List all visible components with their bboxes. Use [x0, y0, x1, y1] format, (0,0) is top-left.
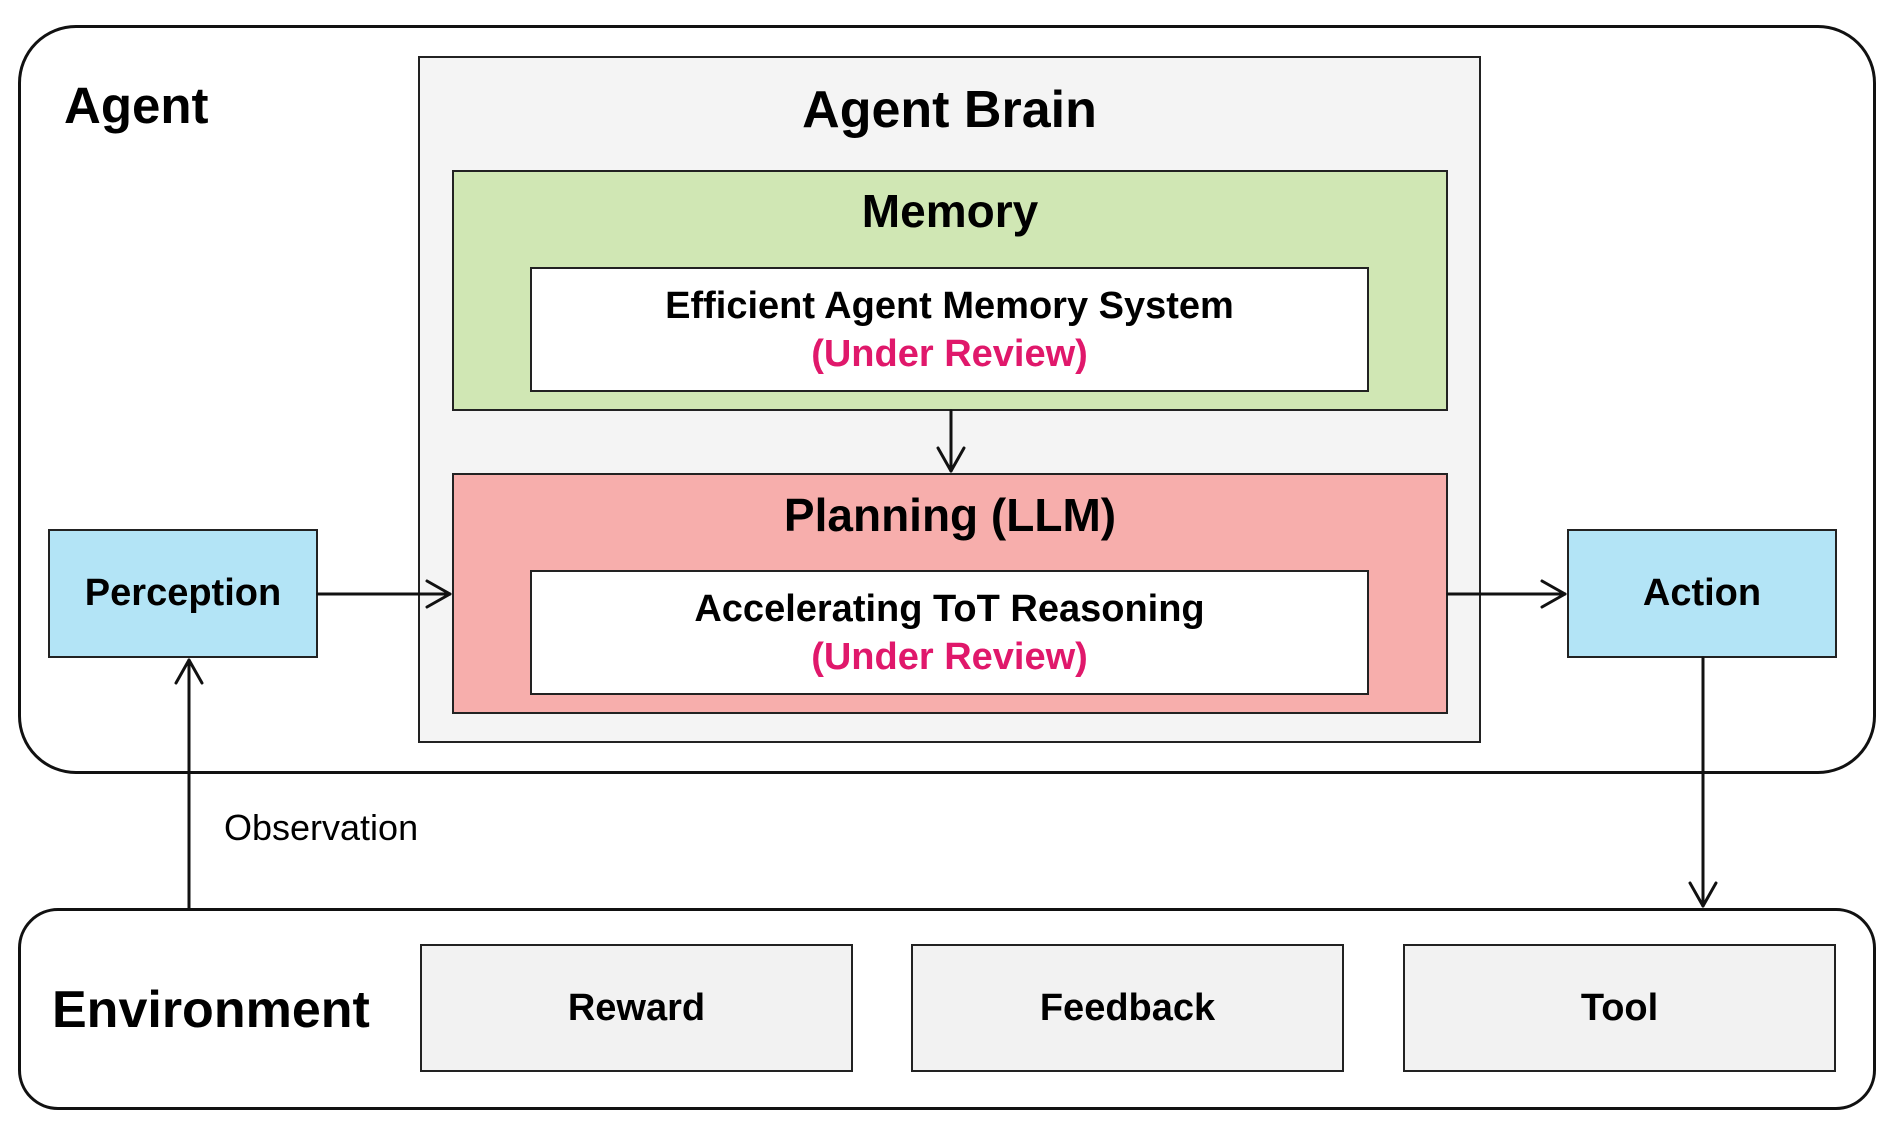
memory-item-status: (Under Review): [811, 332, 1088, 375]
perception-box: Perception: [48, 529, 318, 658]
observation-label: Observation: [224, 807, 419, 848]
agent-title: Agent: [64, 77, 209, 134]
agent-brain-title: Agent Brain: [802, 81, 1097, 139]
memory-item-name: Efficient Agent Memory System: [665, 284, 1234, 327]
planning-title: Planning (LLM): [783, 489, 1117, 541]
environment-title: Environment: [52, 981, 370, 1039]
memory-item-box: Efficient Agent Memory System (Under Rev…: [530, 267, 1369, 392]
memory-title: Memory: [861, 185, 1039, 237]
reward-box: Reward: [420, 944, 853, 1072]
action-box: Action: [1567, 529, 1837, 658]
planning-item-name: Accelerating ToT Reasoning: [694, 587, 1205, 630]
feedback-box: Feedback: [911, 944, 1344, 1072]
tool-box: Tool: [1403, 944, 1836, 1072]
planning-item-status: (Under Review): [811, 635, 1088, 678]
planning-item-box: Accelerating ToT Reasoning (Under Review…: [530, 570, 1369, 695]
